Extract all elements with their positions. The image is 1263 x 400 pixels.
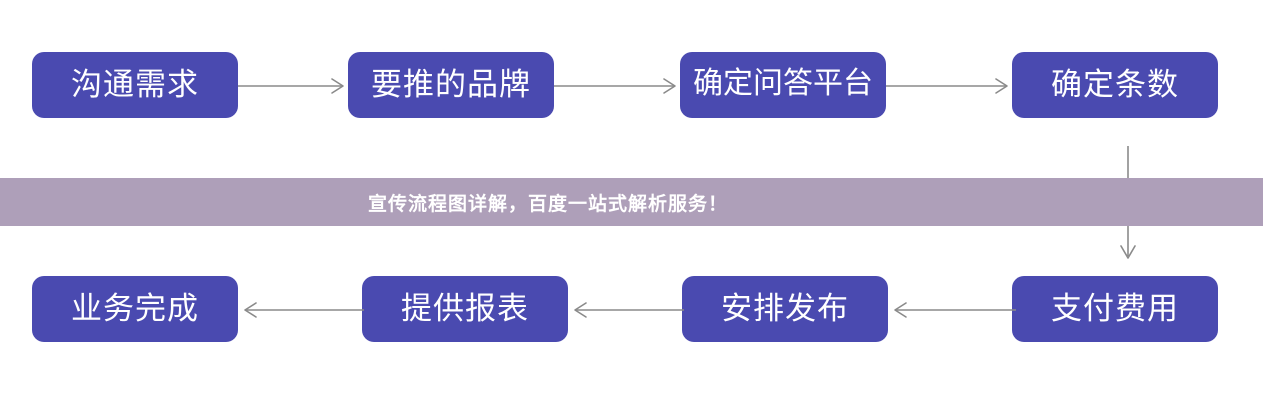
flow-node-label: 安排发布 bbox=[721, 290, 849, 326]
flow-node-top-1[interactable]: 沟通需求 bbox=[32, 52, 238, 118]
flow-node-bottom-2[interactable]: 提供报表 bbox=[362, 276, 568, 342]
flow-node-bottom-1[interactable]: 业务完成 bbox=[32, 276, 238, 342]
flow-node-top-2[interactable]: 要推的品牌 bbox=[348, 52, 554, 118]
arrow-bottom-3-to-bottom-2 bbox=[574, 302, 684, 318]
flow-node-bottom-4[interactable]: 支付费用 bbox=[1012, 276, 1218, 342]
flow-node-top-4[interactable]: 确定条数 bbox=[1012, 52, 1218, 118]
flow-node-label: 提供报表 bbox=[401, 290, 529, 326]
arrow-bottom-2-to-bottom-1 bbox=[244, 302, 364, 318]
flow-node-bottom-3[interactable]: 安排发布 bbox=[682, 276, 888, 342]
arrow-top-3-to-top-4 bbox=[886, 78, 1008, 94]
arrow-bottom-4-to-bottom-3 bbox=[894, 302, 1016, 318]
flow-node-label: 沟通需求 bbox=[71, 66, 199, 102]
flow-node-label: 要推的品牌 bbox=[371, 66, 531, 102]
flow-node-label: 业务完成 bbox=[71, 290, 199, 326]
arrow-top-1-to-top-2 bbox=[238, 78, 344, 94]
flow-node-label: 支付费用 bbox=[1051, 290, 1179, 326]
arrow-top-2-to-top-3 bbox=[554, 78, 676, 94]
flow-node-label: 确定问答平台 bbox=[693, 67, 873, 100]
flow-node-top-3[interactable]: 确定问答平台 bbox=[680, 52, 886, 118]
banner-overlay: 宣传流程图详解，百度一站式解析服务！ bbox=[0, 178, 1263, 226]
flow-node-label: 确定条数 bbox=[1051, 66, 1179, 102]
banner-text: 宣传流程图详解，百度一站式解析服务！ bbox=[368, 193, 729, 215]
